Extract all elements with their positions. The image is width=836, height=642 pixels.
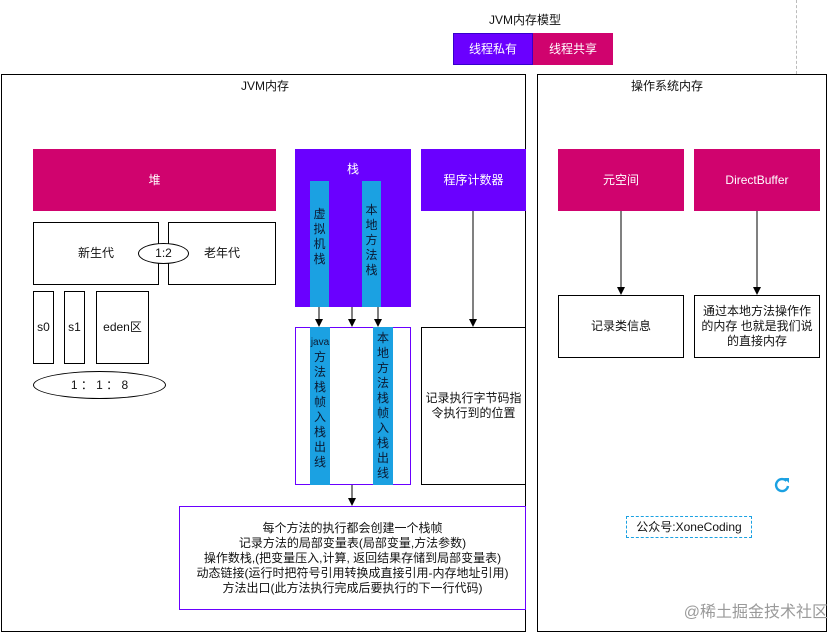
vm-stack-char: 拟 xyxy=(313,222,326,236)
native-frames-char: 本 xyxy=(376,331,389,345)
java-frames-char: 法 xyxy=(313,365,326,379)
native-frames-char: 线 xyxy=(376,466,389,480)
stack-label: 栈 xyxy=(346,161,359,176)
native-frames-char: 出 xyxy=(376,451,389,465)
native-frames-char: 法 xyxy=(376,376,389,390)
native-frames-char: 栈 xyxy=(376,436,389,450)
young-old-ratio: 1:2 xyxy=(138,243,189,264)
native-frames-column: 本 地 方 法 栈 帧 入 栈 出 线 xyxy=(373,327,393,485)
java-frames-char: 栈 xyxy=(313,425,326,439)
survivor-ratio: 1 ： 1 ： 8 xyxy=(33,371,166,399)
watermark: @稀土掘金技术社区 xyxy=(683,604,828,621)
java-frames-char: 方 xyxy=(313,350,326,364)
frame-desc-line: 每个方法的执行都会创建一个栈帧 xyxy=(262,520,443,535)
java-frames-char: 出 xyxy=(313,440,326,454)
program-counter-box: 程序计数器 xyxy=(421,149,526,211)
vm-stack-char: 机 xyxy=(313,237,326,251)
guide-line xyxy=(796,0,797,74)
diagram-title: JVM内存模型 xyxy=(488,12,561,27)
frame-desc-line: 动态链接(运行时把符号引用转换成直接引用-内存地址引用) xyxy=(196,565,509,580)
native-frames-char: 栈 xyxy=(376,391,389,405)
native-stack-char: 地 xyxy=(365,218,378,232)
vm-stack-char: 虚 xyxy=(313,207,326,221)
frame-desc-box: 每个方法的执行都会创建一个栈帧 记录方法的局部变量表(局部变量,方法参数) 操作… xyxy=(179,506,526,610)
java-frames-char: 帧 xyxy=(313,395,326,409)
vm-stack-char: 栈 xyxy=(313,252,326,266)
metaspace-box: 元空间 xyxy=(558,149,684,211)
java-frames-char: 栈 xyxy=(313,380,326,394)
young-generation-box: 新生代 xyxy=(33,222,159,285)
native-frames-char: 地 xyxy=(376,346,389,360)
java-frames-char: 入 xyxy=(313,410,326,424)
java-frames-column: java 方 法 栈 帧 入 栈 出 线 xyxy=(310,327,330,485)
jvm-memory-label: JVM内存 xyxy=(240,78,289,93)
direct-buffer-desc: 通过本地方法操作作的内存 也就是我们说的直接内存 xyxy=(694,295,820,358)
os-memory-label: 操作系统内存 xyxy=(630,78,703,93)
native-stack-char: 栈 xyxy=(365,263,378,277)
native-frames-char: 入 xyxy=(376,421,389,435)
old-generation-box: 老年代 xyxy=(168,222,276,285)
heap-box: 堆 xyxy=(33,149,276,211)
frame-desc-line: 方法出口(此方法执行完成后要执行的下一行代码) xyxy=(222,580,483,595)
wechat-account-label: 公众号:XoneCoding xyxy=(626,516,752,538)
java-frames-char: java xyxy=(310,337,330,348)
frame-desc-line: 记录方法的局部变量表(局部变量,方法参数) xyxy=(238,535,467,550)
s0-box: s0 xyxy=(33,291,54,364)
program-counter-desc: 记录执行字节码指令执行到的位置 xyxy=(421,327,526,485)
legend-private: 线程私有 xyxy=(453,33,533,65)
direct-buffer-box: DirectBuffer xyxy=(694,149,820,211)
eden-box: eden区 xyxy=(96,291,149,364)
native-stack-char: 法 xyxy=(365,248,378,262)
java-frames-char: 线 xyxy=(313,455,326,469)
native-stack-box: 本 地 方 法 栈 xyxy=(362,181,381,307)
native-stack-char: 本 xyxy=(365,203,378,217)
refresh-icon[interactable] xyxy=(771,474,793,496)
native-stack-char: 方 xyxy=(365,233,378,247)
legend-shared: 线程共享 xyxy=(533,33,613,65)
frame-desc-line: 操作数栈,(把变量压入,计算, 返回结果存储到局部变量表) xyxy=(203,550,502,565)
native-frames-char: 帧 xyxy=(376,406,389,420)
metaspace-desc: 记录类信息 xyxy=(558,295,684,358)
vm-stack-box: 虚 拟 机 栈 xyxy=(310,181,329,307)
s1-box: s1 xyxy=(64,291,85,364)
native-frames-char: 方 xyxy=(376,361,389,375)
